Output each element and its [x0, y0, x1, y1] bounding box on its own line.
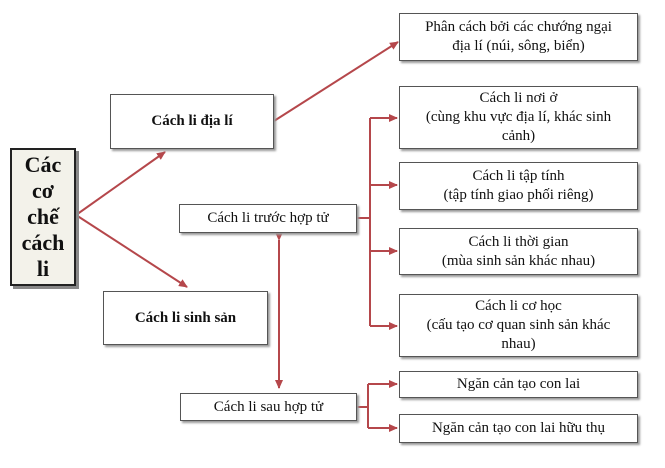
node-fertile-hybrid-prevention: Ngăn cản tạo con lai hữu thụ [399, 414, 638, 443]
arrow-root-to-repro [75, 214, 188, 288]
node-prezygotic-isolation-label: Cách li trước hợp tử [207, 210, 329, 226]
hybrid-prevention-label: Ngăn cản tạo con lai [456, 376, 581, 392]
mechanical-isolation-line-3: nhau) [501, 336, 536, 352]
node-geographic-isolation-label: Cách li địa lí [151, 113, 233, 129]
root-line-2: cơ [32, 178, 54, 203]
habitat-isolation-line-1: Cách li nơi ở [479, 90, 558, 106]
geographic-barrier-line-1: Phân cách bởi các chướng ngại [425, 19, 612, 35]
root-line-1: Các [24, 152, 62, 177]
node-behavioral-isolation: Cách li tập tính (tập tính giao phối riê… [399, 162, 638, 210]
arrow-root-to-geo [75, 151, 166, 216]
behavioral-isolation-line-1: Cách li tập tính [472, 168, 565, 184]
root-node: Các cơ chế cách li [10, 148, 76, 286]
node-temporal-isolation: Cách li thời gian (mùa sinh sản khác nha… [399, 228, 638, 275]
root-line-4: cách [21, 230, 65, 255]
node-hybrid-prevention: Ngăn cản tạo con lai [399, 371, 638, 398]
mechanical-isolation-line-2: (cấu tạo cơ quan sinh sản khác [426, 317, 611, 333]
node-reproductive-isolation: Cách li sinh sản [103, 291, 268, 345]
node-geographic-isolation: Cách li địa lí [110, 94, 274, 149]
fertile-hybrid-prevention-label: Ngăn cản tạo con lai hữu thụ [431, 420, 606, 436]
habitat-isolation-line-3: cảnh) [501, 128, 536, 144]
root-line-3: chế [27, 204, 59, 229]
node-postzygotic-isolation-label: Cách li sau hợp tử [213, 398, 324, 415]
mechanical-isolation-line-1: Cách li cơ học [475, 298, 562, 314]
node-reproductive-isolation-label: Cách li sinh sản [134, 309, 237, 326]
node-geographic-barrier: Phân cách bởi các chướng ngại địa lí (nú… [399, 13, 638, 61]
behavioral-isolation-line-2: (tập tính giao phối riêng) [443, 187, 594, 203]
node-mechanical-isolation: Cách li cơ học (cấu tạo cơ quan sinh sản… [399, 294, 638, 357]
habitat-isolation-line-2: (cùng khu vực địa lí, khác sinh [425, 109, 612, 125]
temporal-isolation-line-2: (mùa sinh sản khác nhau) [441, 252, 596, 269]
node-postzygotic-isolation: Cách li sau hợp tử [180, 393, 357, 421]
arrow-geo-to-barrier [273, 41, 399, 122]
root-line-5: li [36, 256, 50, 281]
node-prezygotic-isolation: Cách li trước hợp tử [179, 204, 357, 233]
geographic-barrier-line-2: địa lí (núi, sông, biển) [452, 38, 585, 54]
node-habitat-isolation: Cách li nơi ở (cùng khu vực địa lí, khác… [399, 86, 638, 149]
temporal-isolation-line-1: Cách li thời gian [468, 233, 569, 250]
